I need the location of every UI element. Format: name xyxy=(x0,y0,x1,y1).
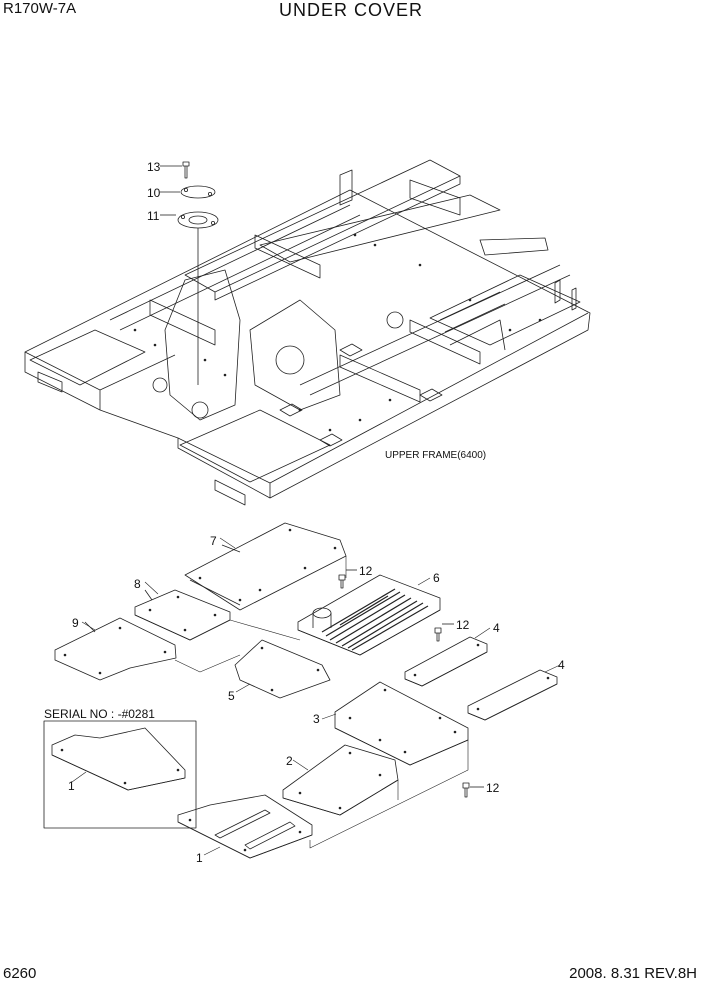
cover-part-6 xyxy=(297,574,441,656)
cover-part-4-lower xyxy=(467,669,558,721)
bolt-12-lower xyxy=(462,782,484,798)
bolt-12-upper xyxy=(338,569,357,589)
page-title: UNDER COVER xyxy=(278,0,423,20)
callout-4-lower: 4 xyxy=(558,658,565,672)
bolt-12-middle xyxy=(434,623,454,642)
leader-lines xyxy=(71,537,561,856)
cover-part-2 xyxy=(282,744,399,816)
upper-frame-drawing xyxy=(24,159,591,506)
callout-5: 5 xyxy=(228,689,235,703)
callout-12-middle: 12 xyxy=(456,618,470,632)
cover-part-4-upper xyxy=(404,636,488,687)
hardware-stack xyxy=(160,161,219,385)
callout-13: 13 xyxy=(147,160,161,174)
callout-3: 3 xyxy=(313,712,320,726)
callout-1: 1 xyxy=(196,851,203,865)
cover-part-7 xyxy=(184,522,347,611)
revision-date: 2008. 8.31 REV.8H xyxy=(569,965,697,982)
callout-12-upper: 12 xyxy=(359,564,373,578)
callout-2: 2 xyxy=(286,754,293,768)
callout-6: 6 xyxy=(433,571,440,585)
model-code: R170W-7A xyxy=(3,0,77,17)
page-number: 6260 xyxy=(3,965,37,982)
callout-8: 8 xyxy=(134,577,141,591)
callout-4-upper: 4 xyxy=(493,621,500,635)
cover-part-3 xyxy=(334,681,469,766)
callout-9: 9 xyxy=(72,616,79,630)
frame-label: UPPER FRAME(6400) xyxy=(385,450,486,461)
callout-7: 7 xyxy=(210,534,217,548)
callout-1-serial: 1 xyxy=(68,779,75,793)
callout-10: 10 xyxy=(147,186,161,200)
serial-label: SERIAL NO : -#0281 xyxy=(44,707,155,721)
serial-box xyxy=(43,720,197,829)
cover-part-1 xyxy=(177,794,313,859)
cover-part-5 xyxy=(234,639,331,699)
callout-11: 11 xyxy=(147,209,160,223)
callout-12-lower: 12 xyxy=(486,781,500,795)
